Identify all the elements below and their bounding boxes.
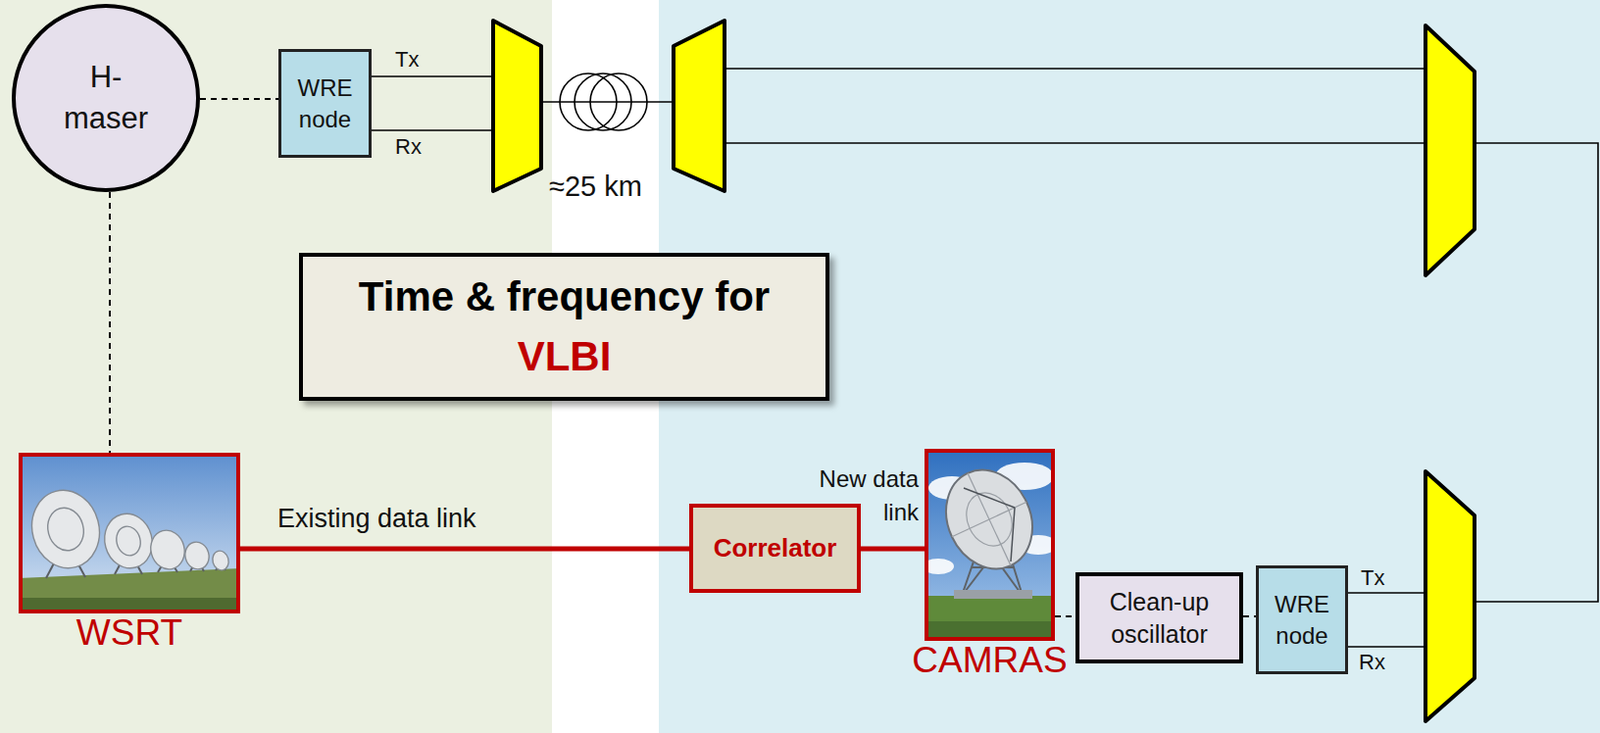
dish-base [953, 590, 1033, 600]
grass [924, 596, 1055, 642]
reference-link [200, 98, 279, 100]
wre-node-box: WRE node [278, 49, 372, 158]
reference-link [1054, 615, 1076, 618]
node-text: WRE node [281, 72, 369, 134]
fiber-wires [364, 68, 1599, 648]
fiber-line [1474, 143, 1599, 602]
data-link [860, 547, 925, 552]
dish [930, 455, 1049, 584]
telescope-name: WSRT [76, 613, 183, 654]
mux-symbol [1425, 471, 1475, 722]
link-label: New data link [808, 462, 919, 529]
feed-support [963, 488, 1015, 562]
link-label: Existing data link [277, 503, 477, 535]
title-box: Time & frequency forVLBI [299, 252, 830, 401]
reference-link [108, 192, 111, 453]
node-text: Correlator [713, 533, 838, 564]
node-text: WRE node [1258, 589, 1346, 650]
mux-symbol [493, 20, 542, 192]
tx-wire [1341, 592, 1426, 595]
signal-name: Tx [1360, 566, 1385, 591]
sky [18, 452, 241, 614]
reference-link [1243, 615, 1256, 618]
wsrt-photo [18, 452, 241, 614]
node-text: VLBI [517, 327, 612, 388]
mux-symbol [1425, 25, 1475, 276]
telescope-name: CAMRAS [911, 641, 1067, 682]
telescope-photo: WSRT [18, 452, 241, 614]
mux-symbol [673, 20, 725, 192]
wre-node-box: WRE node [1255, 565, 1349, 675]
oscillator-box: Clean-up oscillator [1075, 572, 1244, 664]
node-text: Time & frequency for [358, 267, 770, 328]
fiber-coil [590, 73, 648, 131]
data-link [240, 547, 690, 552]
distance-label: ≈25 km [549, 171, 643, 203]
correlator-box: Correlator [689, 503, 861, 594]
ground [18, 568, 241, 614]
dishes [23, 483, 232, 577]
fiber-coil [559, 73, 617, 131]
rx-wire [1341, 646, 1426, 649]
rx-wire [364, 129, 494, 132]
node-text: Clean-up oscillator [1079, 586, 1240, 650]
fiber-coil [574, 73, 632, 131]
fiber-line [541, 100, 674, 103]
tx-wire [364, 75, 494, 78]
camras-photo [922, 449, 1058, 642]
maser-circle: H- maser [11, 3, 200, 193]
fiber-line [724, 142, 1426, 145]
telescope-photo: CAMRAS [924, 449, 1055, 642]
signal-name: Rx [395, 135, 422, 159]
node-text: H- maser [50, 56, 161, 140]
signal-name: Tx [395, 48, 419, 72]
fiber-line [724, 67, 1426, 70]
signal-name: Rx [1358, 650, 1386, 675]
